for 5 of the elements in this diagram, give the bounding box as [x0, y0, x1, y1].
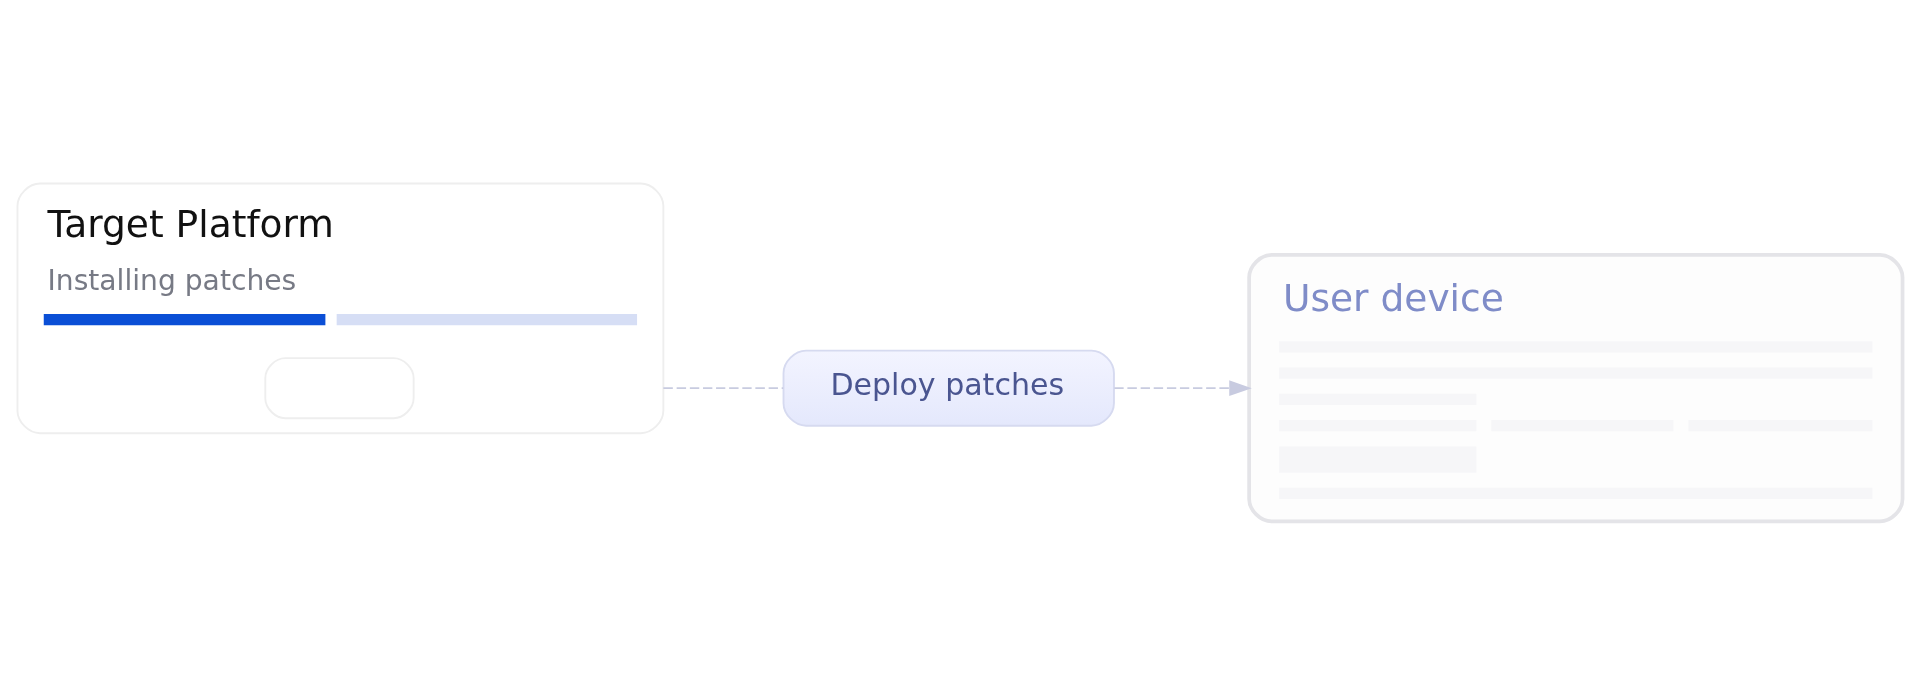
arrow	[1113, 380, 1252, 397]
cluster: Target Platform Installing patches	[16, 182, 665, 435]
node-box: User device	[1247, 253, 1905, 524]
connector	[662, 387, 785, 390]
node-box: Deploy patches	[782, 349, 1115, 427]
